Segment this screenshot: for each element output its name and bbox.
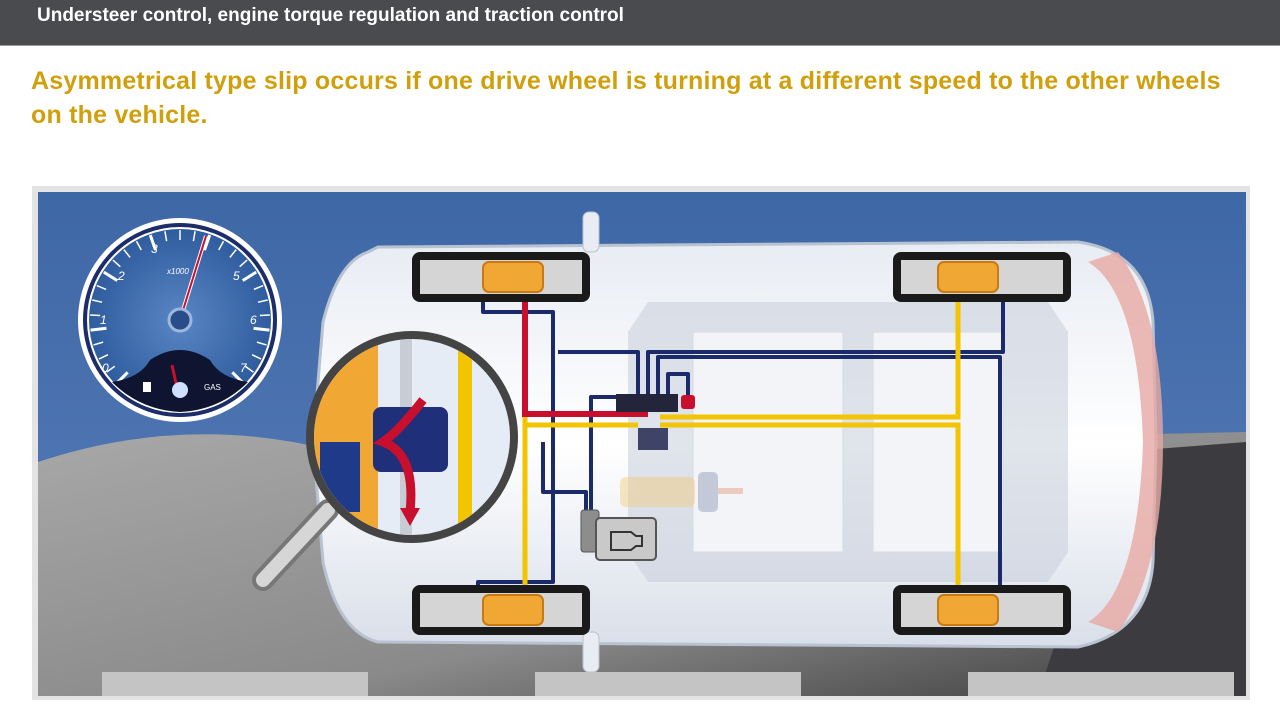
tachometer-tick <box>244 365 254 373</box>
tachometer-ticks <box>90 230 270 385</box>
tach-label-3: 3 <box>151 242 158 256</box>
brake-servo <box>620 472 743 512</box>
tach-label-6: 6 <box>250 313 257 327</box>
tachometer-tick <box>93 341 104 346</box>
tachometer-tick <box>259 314 270 317</box>
tach-label-0: 0 <box>102 361 109 375</box>
tachometer-tick <box>253 326 270 332</box>
fuel-gauge-label: GAS <box>204 383 221 392</box>
title: Understeer control, engine torque regula… <box>37 5 624 26</box>
tachometer-tick <box>148 234 157 251</box>
tachometer-tick <box>102 270 119 282</box>
road-marking <box>968 672 1234 696</box>
tachometer-tick <box>241 270 258 282</box>
road-marking <box>102 672 368 696</box>
tach-needle <box>179 235 207 321</box>
tachometer-tick <box>229 249 237 258</box>
tachometer-tick <box>253 284 264 291</box>
tachometer-tick <box>256 341 267 346</box>
warning-lamp-icon <box>681 395 695 409</box>
active-brake-line <box>522 292 648 417</box>
tachometer-tick <box>239 259 248 268</box>
tach-label-1: 1 <box>100 313 107 327</box>
tachometer-tick <box>192 231 196 242</box>
tachometer-tick <box>92 299 103 303</box>
wheel-front-right <box>893 252 1071 302</box>
tachometer-tick <box>90 326 107 332</box>
tach-unit-label: x1000 <box>166 267 189 276</box>
tachometer-tick <box>98 354 109 360</box>
tachometer-tick <box>96 284 107 291</box>
tachometer-tick <box>106 365 116 373</box>
tach-label-5: 5 <box>233 269 240 283</box>
hydraulic-unit <box>616 394 678 412</box>
wheel-front-left <box>412 252 590 302</box>
wheel-rear-left <box>412 585 590 635</box>
tachometer-tick <box>135 240 142 251</box>
abs-system-diagram: 0 1 2 3 5 6 7 x1000 GAS <box>38 192 1246 696</box>
tachometer-tick <box>251 354 262 360</box>
tachometer-tick <box>164 231 168 242</box>
tachometer-tick <box>218 240 225 251</box>
road-marking <box>535 672 801 696</box>
engine-icon <box>610 531 643 551</box>
tach-label-2: 2 <box>117 269 125 283</box>
tach-label-7: 7 <box>240 361 248 375</box>
engine-control-unit <box>580 509 657 561</box>
tachometer-tick <box>112 259 121 268</box>
slide-heading: Asymmetrical type slip occurs if one dri… <box>31 67 1221 129</box>
tachometer-tick <box>203 234 212 251</box>
title-bar: Understeer control, engine torque regula… <box>0 0 1280 46</box>
tachometer-tick <box>257 299 268 303</box>
tachometer-tick <box>123 249 131 258</box>
tachometer-tick <box>90 314 101 317</box>
tachometer: 0 1 2 3 5 6 7 x1000 GAS <box>78 218 282 422</box>
magnifier-icon <box>252 331 518 591</box>
fuel-pump-icon <box>143 382 151 392</box>
wheel-rear-right <box>893 585 1071 635</box>
